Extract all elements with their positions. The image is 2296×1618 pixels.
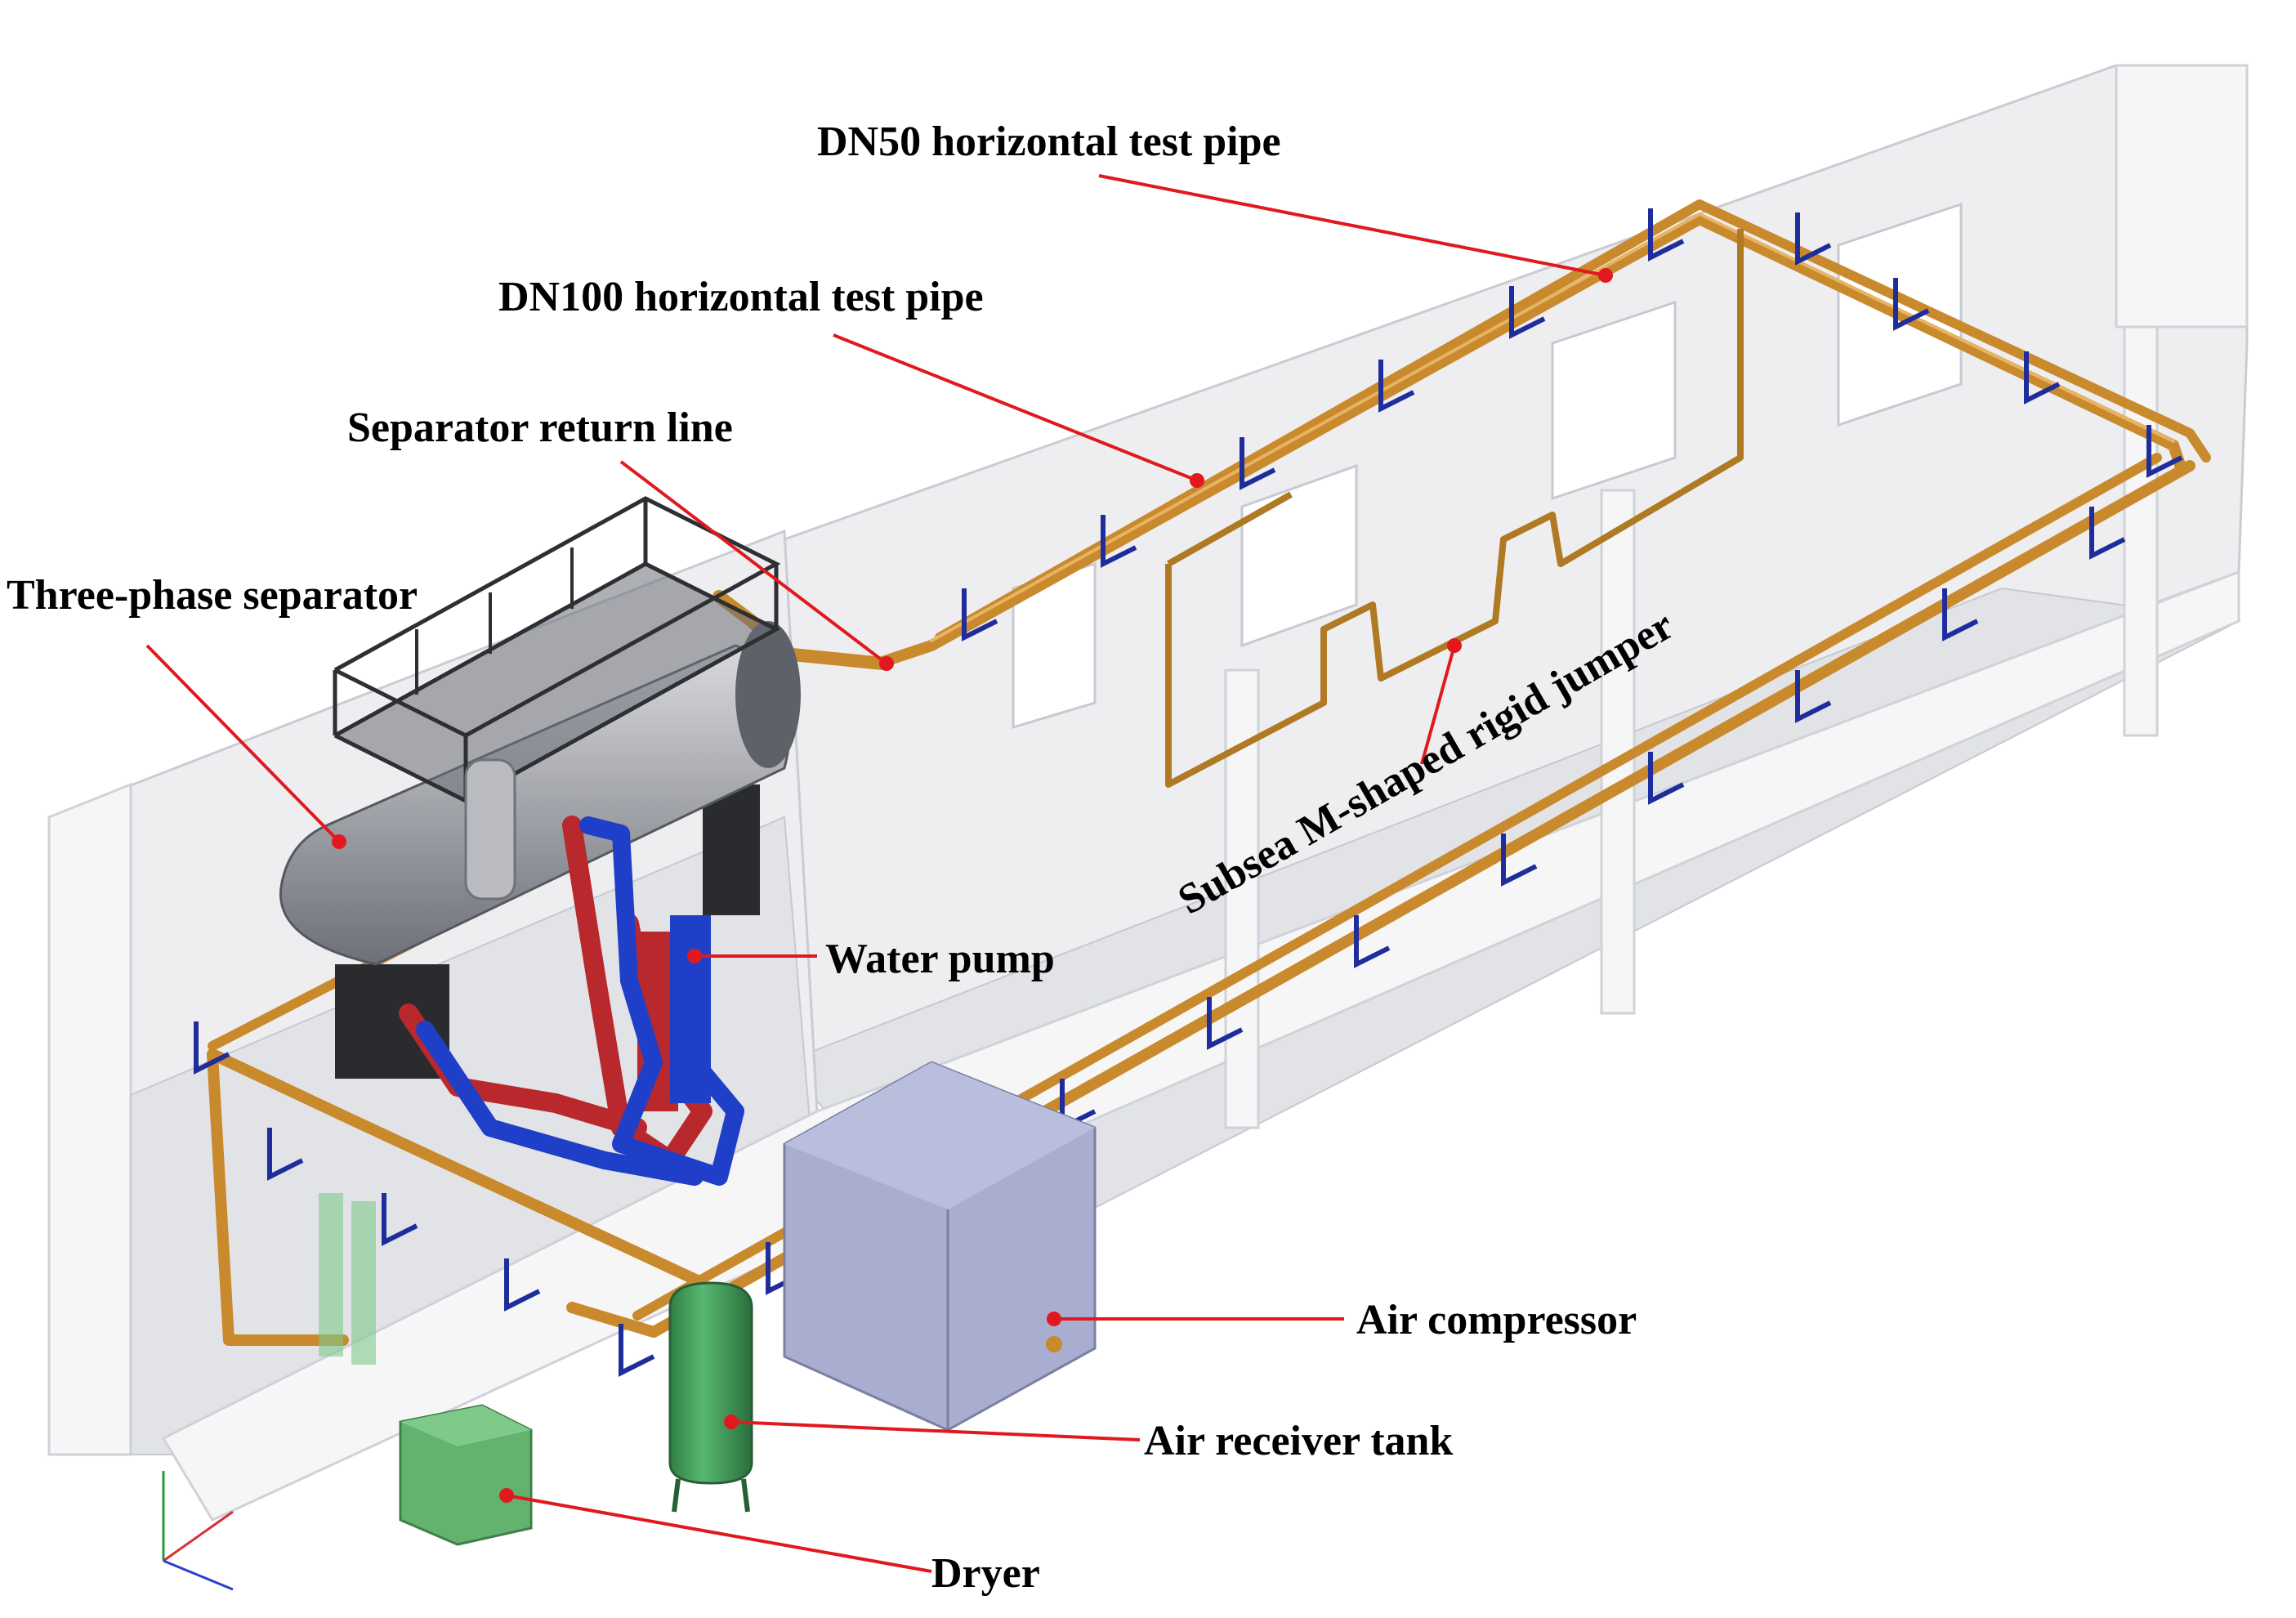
support (619, 1324, 655, 1377)
tank-body (668, 1281, 753, 1485)
separator-column (464, 758, 516, 901)
air-compressor (783, 1061, 1097, 1432)
water-pump-assembly (399, 816, 744, 1186)
pump-motor-cold (670, 915, 711, 1103)
support (267, 1128, 304, 1181)
support (1378, 360, 1415, 413)
separator-base (703, 784, 760, 915)
separator-head (735, 621, 801, 768)
support (1942, 588, 1979, 641)
left-loop-pipe (207, 1048, 708, 1346)
pipe-supports (194, 208, 2183, 1377)
dn100-pipe (877, 213, 2187, 668)
pillar (2123, 325, 2159, 737)
window (1240, 463, 1358, 648)
support (2024, 351, 2061, 404)
support (1101, 515, 1137, 568)
axes-icon (162, 1471, 234, 1591)
label-dryer: Dryer (931, 1550, 1040, 1597)
support (1648, 208, 1685, 261)
leader-dn50 (1098, 174, 1606, 277)
support (1795, 670, 1832, 723)
return-run-pipe (566, 460, 2195, 1338)
label-return-line: Separator return line (347, 404, 733, 451)
support (2089, 507, 2126, 560)
support (382, 1193, 418, 1246)
cold-water-pipe (579, 816, 744, 1186)
right-end-wall (2115, 64, 2249, 329)
label-separator: Three-phase separator (7, 572, 418, 619)
support (1501, 834, 1538, 887)
support (1893, 278, 1930, 331)
three-phase-separator (279, 496, 801, 1079)
jumper-pipe (1165, 229, 1744, 788)
front-wall (161, 570, 2240, 1522)
support (504, 1258, 541, 1312)
leader-air-receiver (730, 1420, 1141, 1441)
leader-separator (145, 644, 341, 843)
label-dn50: DN50 horizontal test pipe (817, 118, 1281, 165)
support (1354, 915, 1391, 968)
label-water-pump: Water pump (825, 936, 1055, 982)
air-receiver-tank (668, 1281, 753, 1513)
support (2146, 425, 2183, 478)
leader-jumper (1420, 645, 1456, 765)
dryer (319, 1193, 533, 1546)
support (1240, 437, 1276, 490)
label-air-compressor: Air compressor (1356, 1297, 1637, 1343)
support (962, 588, 998, 641)
compressor-port (1046, 1336, 1062, 1352)
leader-lines (145, 174, 1613, 1573)
window (1551, 300, 1677, 501)
label-dn100: DN100 horizontal test pipe (498, 274, 984, 320)
support (1509, 286, 1546, 339)
support (194, 1021, 230, 1075)
leader-dryer (506, 1494, 932, 1573)
leader-return-line (619, 460, 888, 665)
support (1207, 997, 1244, 1050)
support (1795, 212, 1832, 266)
building (47, 64, 2249, 1522)
support (1648, 752, 1685, 805)
label-air-receiver: Air receiver tank (1144, 1418, 1453, 1464)
m-shaped-jumper (1165, 229, 1744, 788)
left-room-front (47, 782, 132, 1456)
leader-dn100 (833, 333, 1198, 482)
dn50-pipe (935, 199, 2211, 642)
